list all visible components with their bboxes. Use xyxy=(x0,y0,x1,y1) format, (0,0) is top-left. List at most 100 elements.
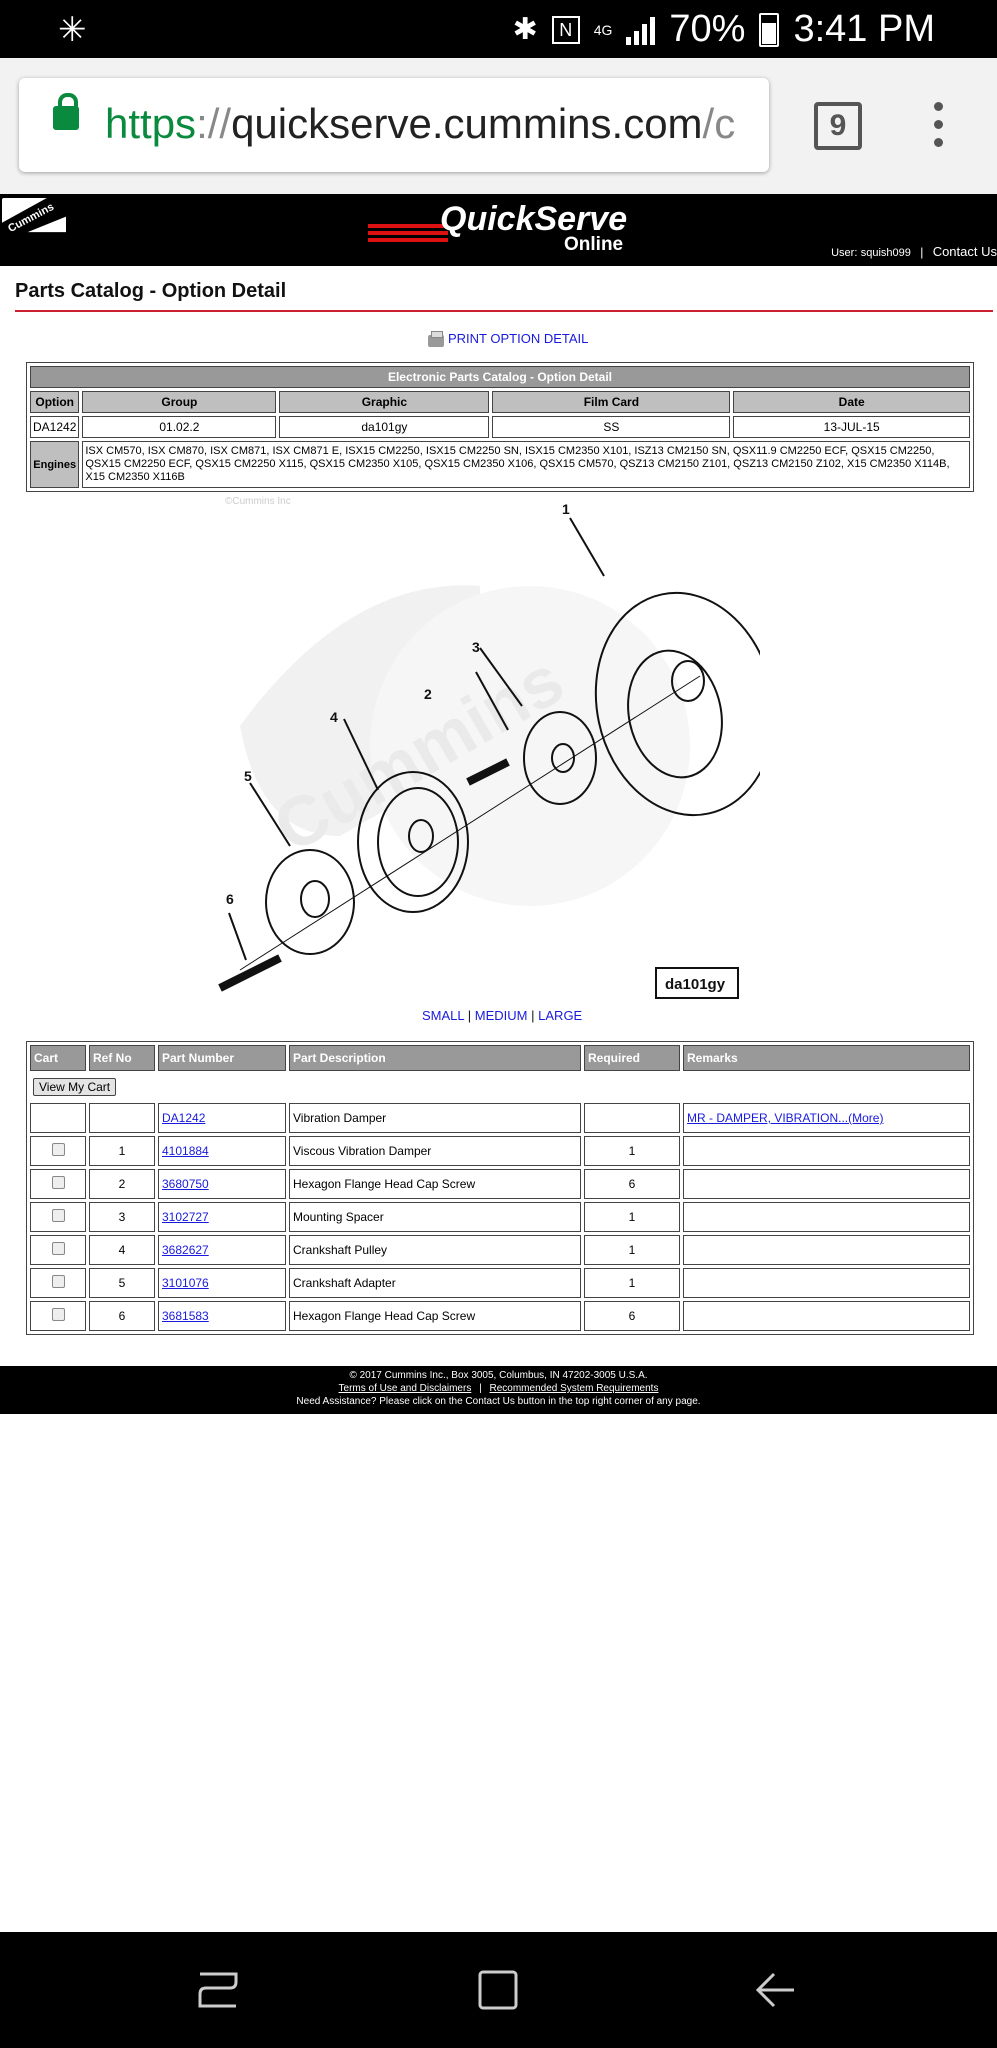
url-bar[interactable]: https://quickserve.cummins.com/c xyxy=(19,78,769,172)
table-row: DA1242 Vibration Damper MR - DAMPER, VIB… xyxy=(30,1103,970,1133)
network-type-icon: 4G xyxy=(593,21,613,38)
url-path: /c xyxy=(702,100,736,147)
add-to-cart-checkbox[interactable] xyxy=(51,1143,65,1156)
battery-percent: 70% xyxy=(669,8,746,50)
col-part-number: Part Number xyxy=(158,1045,286,1071)
url-separator: :// xyxy=(196,100,232,147)
table-row: 4 3682627 Crankshaft Pulley 1 xyxy=(30,1235,970,1265)
nfc-icon: N xyxy=(551,15,580,44)
part-number-link[interactable]: 3680750 xyxy=(162,1177,209,1191)
contact-us-link[interactable]: Contact Us xyxy=(932,244,997,259)
terms-link[interactable]: Terms of Use and Disclaimers xyxy=(338,1383,472,1394)
view-my-cart-button[interactable]: View My Cart xyxy=(33,1078,117,1096)
tab-switcher-button[interactable]: 9 xyxy=(814,102,862,150)
part-description: Mounting Spacer xyxy=(289,1202,581,1232)
ref-no: 5 xyxy=(89,1268,155,1298)
size-medium-link[interactable]: MEDIUM xyxy=(474,1008,528,1023)
status-icons: ✱ N 4G 70% 3:41 PM xyxy=(513,8,935,51)
part-number-link[interactable]: 3682627 xyxy=(162,1243,209,1257)
print-link-label: PRINT OPTION DETAIL xyxy=(448,331,589,346)
pulley-bore xyxy=(408,819,434,853)
screw-2 xyxy=(466,758,510,786)
arrow-4 xyxy=(343,718,379,791)
remarks-cell xyxy=(683,1169,970,1199)
system-navigation-bar xyxy=(0,1932,997,2048)
adapter xyxy=(265,849,355,955)
add-to-cart-checkbox[interactable] xyxy=(51,1176,65,1189)
screw-6 xyxy=(218,954,282,992)
required-qty: 1 xyxy=(584,1136,680,1166)
damper-outline xyxy=(594,591,760,817)
system-requirements-link[interactable]: Recommended System Requirements xyxy=(489,1383,659,1394)
required-qty: 1 xyxy=(584,1235,680,1265)
damper-hub xyxy=(627,649,723,779)
url-text[interactable]: https://quickserve.cummins.com/c xyxy=(105,100,735,148)
date-value: 13-JUL-15 xyxy=(733,416,970,438)
home-icon[interactable] xyxy=(476,1968,520,2012)
part-number-link[interactable]: DA1242 xyxy=(162,1111,206,1125)
callout-3: 3 xyxy=(472,639,480,655)
signal-icon xyxy=(626,15,656,45)
diagram-label-box xyxy=(655,967,739,999)
username: squish099 xyxy=(860,247,911,259)
part-description: Crankshaft Adapter xyxy=(289,1268,581,1298)
add-to-cart-checkbox[interactable] xyxy=(51,1209,65,1222)
callout-6: 6 xyxy=(226,891,234,907)
required-qty: 1 xyxy=(584,1268,680,1298)
part-description: Crankshaft Pulley xyxy=(289,1235,581,1265)
add-to-cart-checkbox[interactable] xyxy=(51,1275,65,1288)
table-row: 3 3102727 Mounting Spacer 1 xyxy=(30,1202,970,1232)
overflow-menu-icon[interactable] xyxy=(934,102,944,156)
spacer-bore xyxy=(551,743,575,773)
remarks-cell xyxy=(683,1136,970,1166)
title-divider xyxy=(15,310,993,312)
arrow-6 xyxy=(228,912,247,961)
remarks-more-link[interactable]: MR - DAMPER, VIBRATION...(More) xyxy=(687,1111,884,1125)
col-required: Required xyxy=(584,1045,680,1071)
add-to-cart-checkbox[interactable] xyxy=(51,1308,65,1321)
print-option-detail-link[interactable]: PRINT OPTION DETAIL xyxy=(428,330,589,347)
table-row: 5 3101076 Crankshaft Adapter 1 xyxy=(30,1268,970,1298)
remarks-cell xyxy=(683,1235,970,1265)
size-small-link[interactable]: SMALL xyxy=(422,1008,465,1023)
engines-list: ISX CM570, ISX CM870, ISX CM871, ISX CM8… xyxy=(82,441,970,488)
col-group: Group xyxy=(82,391,277,413)
bluetooth-icon: ✱ xyxy=(512,13,538,46)
quickserve-online: Online xyxy=(564,234,624,255)
parts-table: Cart Ref No Part Number Part Description… xyxy=(26,1041,974,1335)
damper-bore xyxy=(671,660,705,702)
part-number-link[interactable]: 4101884 xyxy=(162,1144,209,1158)
recent-apps-icon[interactable] xyxy=(196,1968,240,2012)
film-card-value: SS xyxy=(492,416,731,438)
remarks-cell xyxy=(683,1268,970,1298)
cummins-logo[interactable]: Cummins xyxy=(2,198,66,260)
quickserve-logo: QuickServe Online xyxy=(368,198,638,258)
site-header: Cummins QuickServe Online User: squish09… xyxy=(0,194,997,266)
pulley xyxy=(357,771,469,913)
parts-diagram: Cummins ©Cummins Inc 1 2 3 4 5 6 xyxy=(218,496,760,999)
col-option: Option xyxy=(30,391,80,413)
col-cart: Cart xyxy=(30,1045,86,1071)
lock-icon[interactable] xyxy=(53,93,79,130)
graphic-value: da101gy xyxy=(279,416,490,438)
option-table-caption: Electronic Parts Catalog - Option Detail xyxy=(30,366,970,388)
part-number-link[interactable]: 3101076 xyxy=(162,1276,209,1290)
add-to-cart-checkbox[interactable] xyxy=(51,1242,65,1255)
adapter-bore xyxy=(300,880,330,918)
sparkle-notification-icon: ✳ xyxy=(58,11,87,49)
part-number-link[interactable]: 3102727 xyxy=(162,1210,209,1224)
required-qty: 6 xyxy=(584,1301,680,1331)
ref-cell xyxy=(89,1103,155,1133)
diagram-copyright: ©Cummins Inc xyxy=(225,496,291,507)
back-icon[interactable] xyxy=(754,1968,798,2012)
table-row: 2 3680750 Hexagon Flange Head Cap Screw … xyxy=(30,1169,970,1199)
size-large-link[interactable]: LARGE xyxy=(538,1008,583,1023)
cart-cell xyxy=(30,1103,86,1133)
required-qty: 1 xyxy=(584,1202,680,1232)
col-part-description: Part Description xyxy=(289,1045,581,1071)
part-number-link[interactable]: 3681583 xyxy=(162,1309,209,1323)
battery-icon xyxy=(759,12,780,47)
pulley-groove xyxy=(377,787,459,897)
part-description: Viscous Vibration Damper xyxy=(289,1136,581,1166)
assembly-centerline xyxy=(239,675,701,971)
